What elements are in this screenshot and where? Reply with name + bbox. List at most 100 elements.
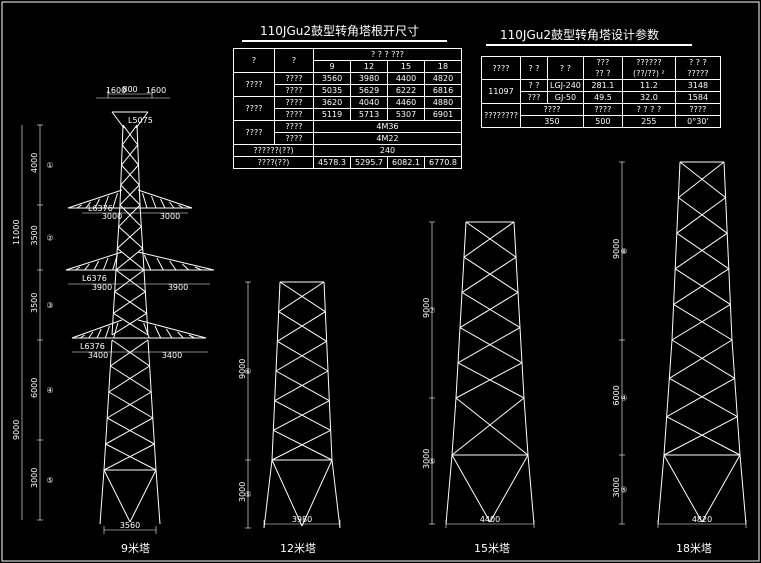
t9-lower-brace [110,365,152,393]
table1-sub-label: ???? [274,96,314,109]
t9-lower-brace [106,417,155,445]
t9-arm3-web [104,325,110,339]
t9-mid2-brace [114,291,147,314]
t18-mid-brace [671,339,735,379]
t9-arm3-web [154,325,162,339]
t12-body-brace [277,340,329,372]
t9-total-upper: 11000 [12,220,21,245]
table2-head-2: ? ? [547,56,584,80]
table2-r1-c3: 281.1 [582,79,623,92]
t9-vdim-label: 3500 [30,293,39,313]
t9-arm1-web [103,195,109,209]
t9-arm1-web [169,201,175,209]
table2-r3h-1: ???? [520,103,584,116]
table2-r3h-4: ???? [674,103,721,116]
table1-cell: 3980 [350,72,388,85]
t18-mid-brace [663,416,738,456]
t9-arm3-r: 3400 [162,351,182,360]
t9-upper-brace [122,124,139,146]
table1-cell: 5035 [313,84,351,97]
table1-sub-label: ???? [274,84,314,97]
t9-arm3-web [188,334,195,339]
table2-r3h-3: ? ? ? ? [621,103,676,116]
t15-base-dim: 4400 [480,515,500,524]
table1-cell: 6222 [387,84,425,97]
table2-r2-c4: 1584 [674,91,721,104]
t18-body-brace [673,303,733,341]
table2-head-3: ??? ?? ? [582,56,623,80]
table1-row-b-cell: 5295.7 [350,156,388,169]
t18-mid-leg-right [731,339,741,456]
t18-body-leg-left [671,161,681,341]
table2-r3h-2: ???? [582,103,623,116]
t15-mid-leg-right [523,397,529,456]
table1-row-b-cell: 6082.1 [387,156,425,169]
t18-mid-brace [666,416,741,456]
table1-row-b-cell: 4578.3 [313,156,351,169]
t18-mid-leg-left [663,339,673,456]
t9-lower-brace [105,443,157,471]
table1-cell: 6901 [424,108,462,121]
t15-section-mark: ⑤ [428,457,435,466]
t9-arm2-r: 3900 [168,283,188,292]
table1-head-b: ? [274,48,314,73]
t9-vdim-label: 6000 [30,378,39,398]
t18-base-dim: 4820 [692,515,712,524]
table2-r3-label: ???????? [481,103,521,128]
t9-arm1-steel: L6376 [88,204,113,213]
t9-arm3-upper [137,319,207,339]
table1-height-15: 15 [387,60,425,73]
t18-body-brace [671,303,731,341]
t18-base-leg-r [739,454,747,525]
table2-r1-c2: LGJ-240 [547,79,584,92]
t12-body-brace [275,370,330,402]
t9-lower-brace [108,391,154,419]
t9-arm3-web [177,331,184,339]
t9-section-mark: ① [46,161,53,170]
t15-body-brace [461,256,517,293]
t15-mid-brace [451,397,525,456]
table-row: ????????4M36 [233,120,462,145]
t12-base-leg-l [263,459,273,529]
t9-lower-leg-right [147,339,157,471]
t18-vdim-label: 6000 [612,385,621,405]
t15-body-brace [459,327,523,364]
t12-body-brace [279,281,326,313]
t12-body-brace [273,429,333,461]
t18-base-brace [701,454,741,523]
t9-section-mark: ③ [46,301,53,310]
table2-r2-c0: ??? [520,91,548,104]
t9-peak [111,111,125,129]
t9-arm1-upper [137,189,193,209]
t9-top-dim: 800 [122,85,137,94]
t15-body-brace [463,256,519,293]
t15-section-mark: ⑦ [428,306,435,315]
t9-mid2-brace [111,312,147,336]
table1-row-a-value: 240 [313,144,462,157]
t9-upper-brace [120,164,139,186]
t9-base-dim: 3560 [120,521,140,530]
t18-body-brace [678,197,728,234]
t15-vdim-label: 9000 [422,298,431,318]
table2-head-0: ???? [481,56,521,80]
t18-mid-brace [666,377,735,418]
table2-head-1: ? ? [520,56,548,80]
t12-base-brace [301,459,333,527]
t9-base-brace [103,469,131,523]
t15-base-leg-l [445,454,453,525]
t12-section-mark: ⑥ [244,367,251,376]
table1-cell: 4400 [387,72,425,85]
t9-mid2-leg-right [143,269,149,336]
t18-vdim-label: 9000 [612,239,621,259]
table1-cell: 4040 [350,96,388,109]
t9-vdim-label: 4000 [30,153,39,173]
table2-head-5: ? ? ? ????? [674,56,721,80]
t18-section-mark: ④ [620,394,627,403]
t9-mid2-brace [113,312,149,336]
table2-r1-c4: 11.2 [621,79,676,92]
table1-sub-label: ???? [274,120,314,133]
t18-body-leg-right [723,161,733,341]
t9-arm2-l: 3900 [92,283,112,292]
t15-base-brace [489,454,529,523]
